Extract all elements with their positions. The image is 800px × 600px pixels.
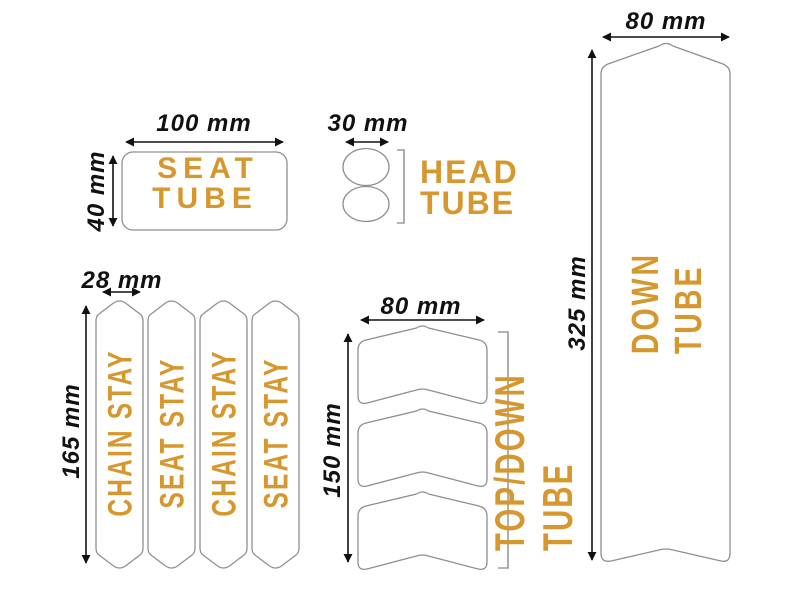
chain-stay-strip-2-label: CHAIN STAY: [205, 349, 244, 517]
down-tube-width-label: 80 mm: [625, 8, 707, 35]
stays-width-label: 28 mm: [81, 267, 163, 294]
chain-stay-strip-2-outline: [199, 300, 248, 569]
top-down-tube-chevron-1-outline: [357, 325, 488, 404]
seat-tube-sticker-outline: [121, 151, 288, 231]
top-down-tube-bracket: [498, 331, 509, 569]
seat-tube-height-label: 40 mm: [83, 150, 110, 232]
seat-stay-strip-2-label: SEAT STAY: [257, 357, 296, 509]
head-tube-sticker-bottom-outline: [342, 185, 390, 223]
seat-stay-strip-2-outline: [251, 300, 300, 569]
top-down-tube-height-label: 150 mm: [319, 402, 346, 498]
top-down-tube-chevron-2-outline: [357, 408, 488, 487]
seat-stay-strip-1-label: SEAT STAY: [153, 357, 192, 509]
down-tube-sticker-label: DOWN TUBE: [625, 251, 710, 355]
top-down-tube-width-label: 80 mm: [380, 293, 462, 320]
chain-stay-strip-1-label: CHAIN STAY: [101, 349, 140, 517]
seat-stay-strip-1-outline: [147, 300, 196, 569]
head-tube-sticker-top-outline: [342, 147, 390, 187]
down-tube-sticker-outline: [600, 42, 731, 562]
top-down-tube-sticker-label: TOP/DOWN TUBE: [486, 373, 581, 552]
seat-tube-width-label: 100 mm: [156, 110, 252, 137]
chain-stay-strip-1-outline: [95, 300, 144, 569]
head-tube-sticker-label: HEAD TUBE: [420, 154, 519, 221]
head-tube-bracket: [397, 149, 405, 224]
down-tube-height-label: 325 mm: [564, 255, 591, 351]
top-down-tube-chevron-3-outline: [357, 491, 488, 570]
seat-tube-sticker-label: SEAT TUBE: [152, 152, 259, 215]
stays-height-label: 165 mm: [58, 383, 85, 479]
head-tube-width-label: 30 mm: [327, 110, 409, 137]
